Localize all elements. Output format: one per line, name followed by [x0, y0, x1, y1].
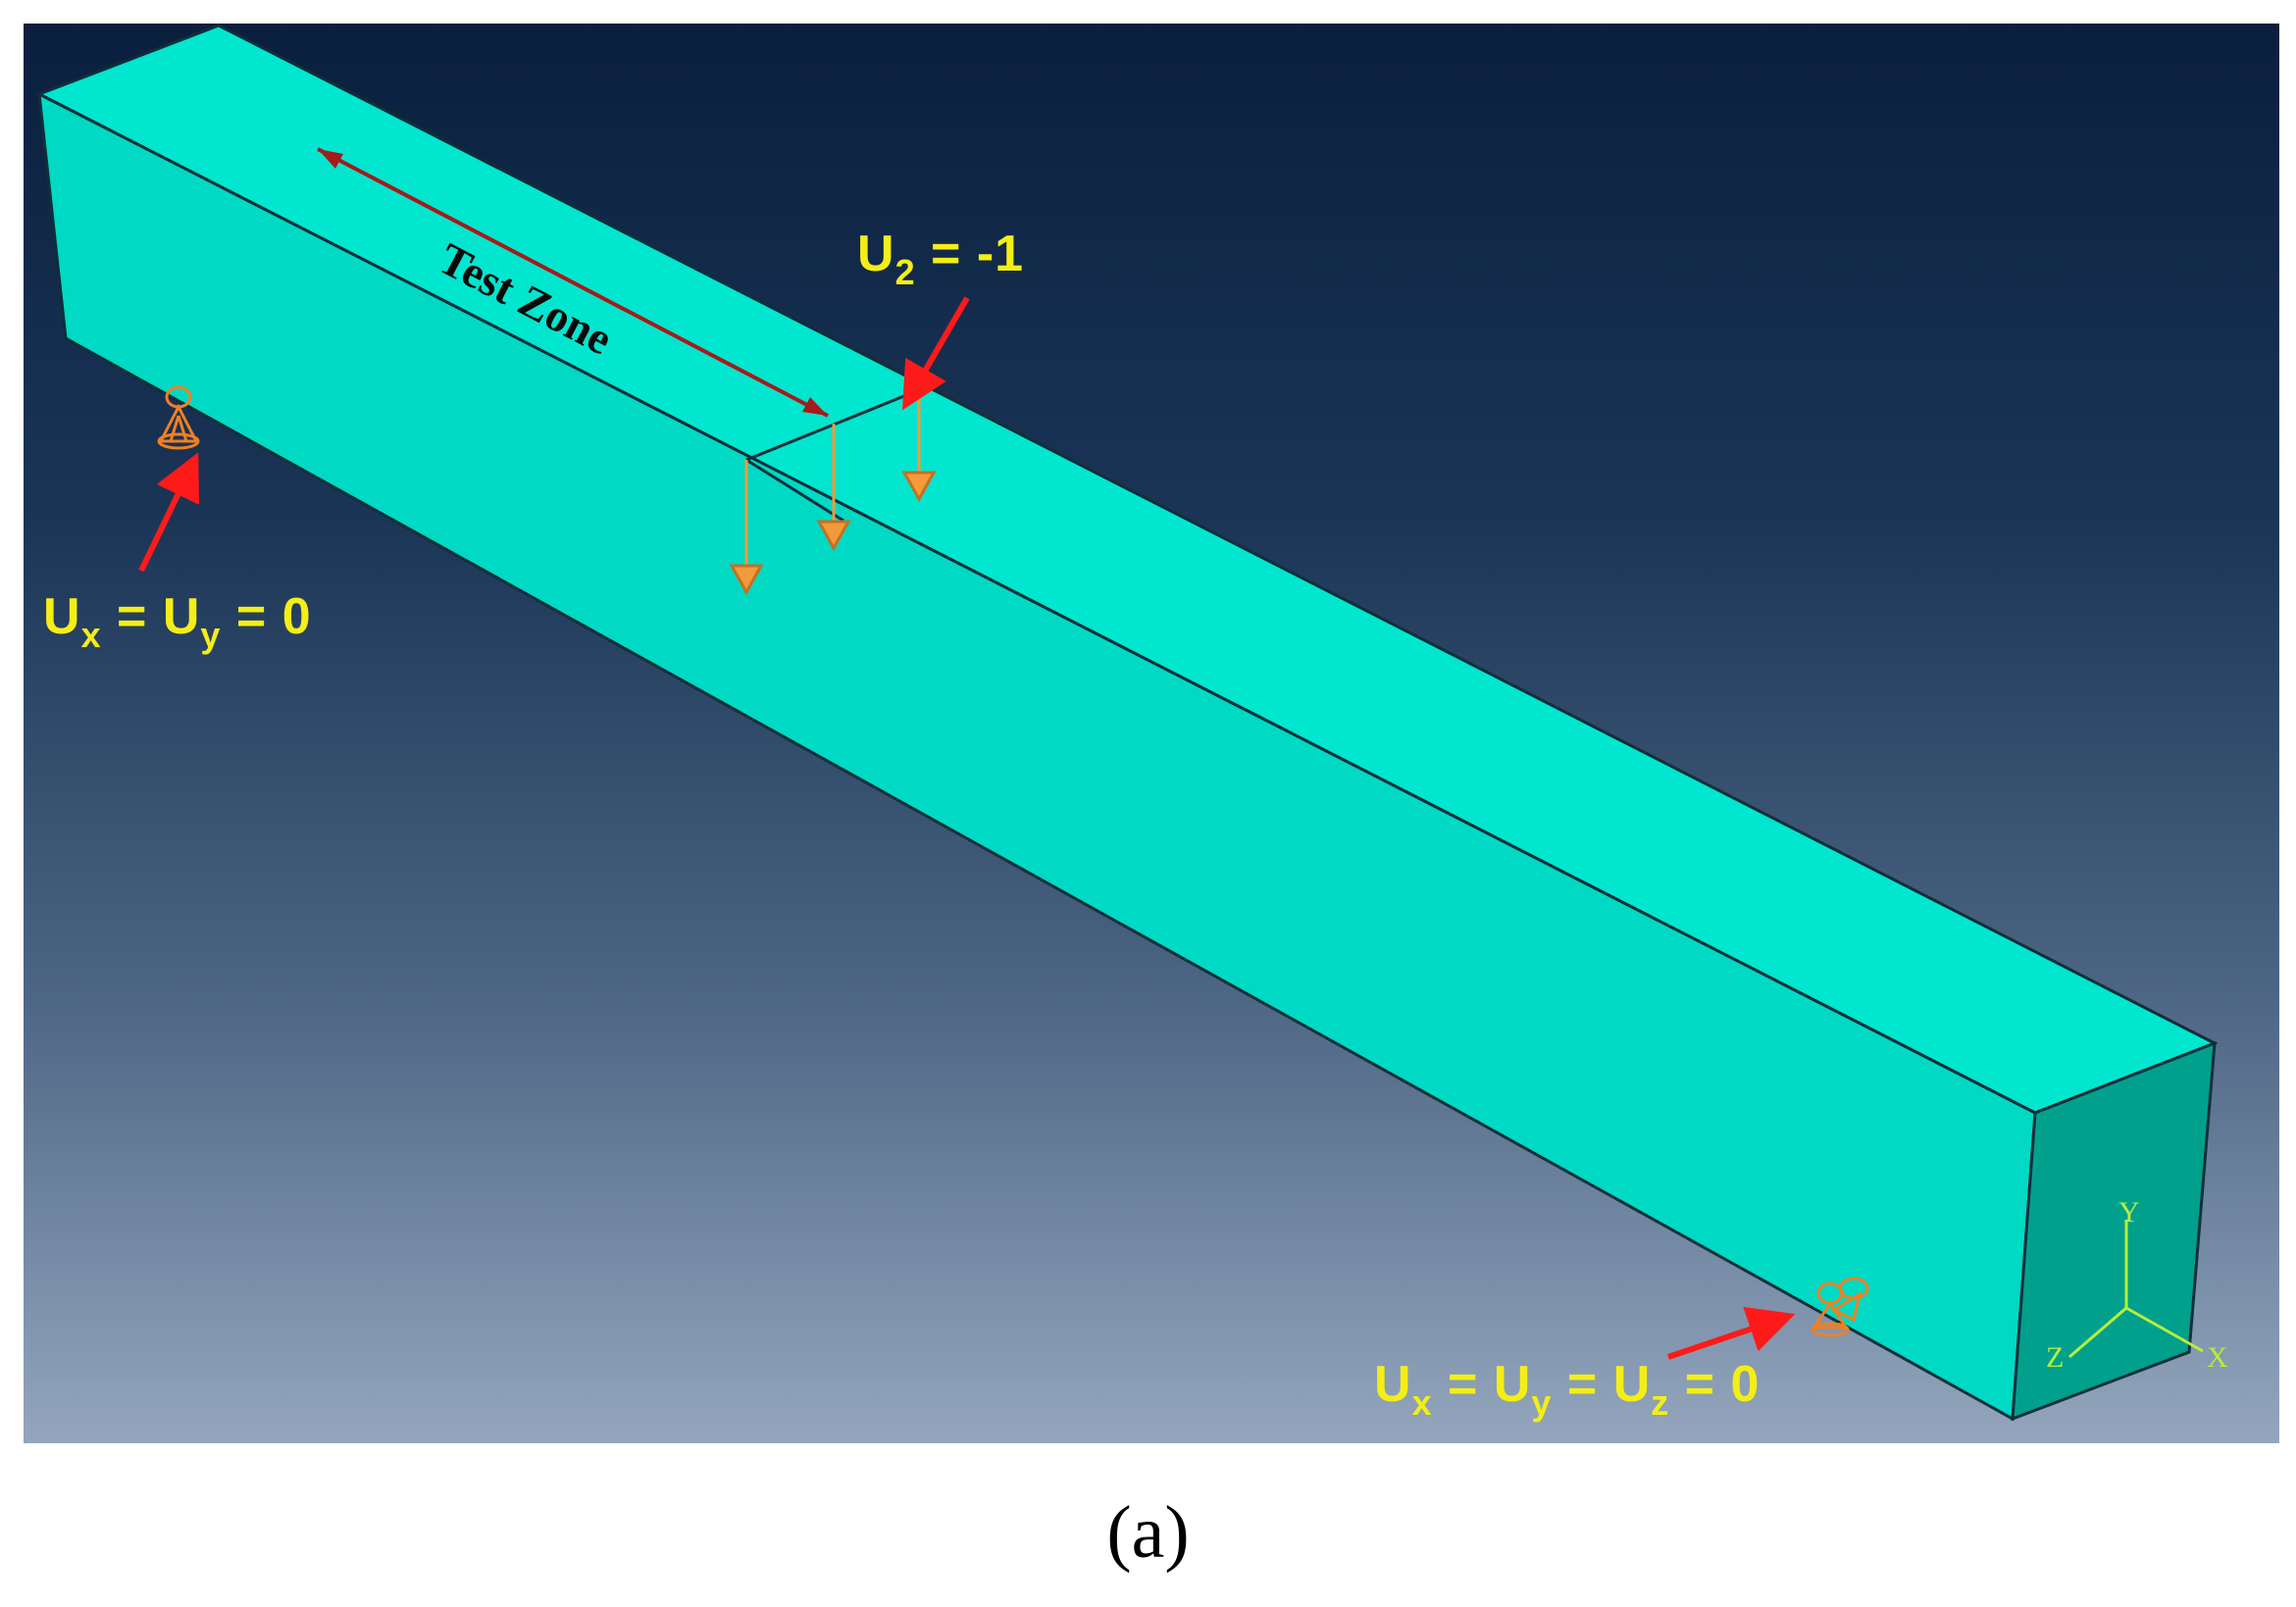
fixed-support-icon-right	[1811, 1277, 1869, 1337]
load-label: U2 = -1	[857, 226, 1025, 292]
axis-triad-icon	[2068, 1220, 2204, 1359]
beam-top-face[interactable]	[35, 24, 2219, 1115]
pointer-arrow-right-support	[1667, 1306, 1796, 1360]
axis-label-z: Z	[2046, 1341, 2064, 1374]
left-support-label: Ux = Uy = 0	[43, 587, 312, 655]
partition-line-front	[745, 458, 844, 523]
left-support-label-part-2: = U	[101, 588, 201, 645]
right-support-label-part-6: = 0	[1669, 1356, 1760, 1413]
right-support-label-part-2: = U	[1432, 1356, 1532, 1413]
left-support-label-part-4: = 0	[221, 588, 312, 645]
right-support-label-part-3: y	[1531, 1382, 1553, 1423]
axis-label-x: X	[2207, 1341, 2228, 1374]
right-support-label-part-4: = U	[1552, 1356, 1652, 1413]
test-zone-arrowhead-left	[318, 149, 343, 169]
right-support-label-part-0: U	[1374, 1356, 1412, 1413]
beam-scene: Test Zone	[35, 24, 2228, 1422]
right-support-label: Ux = Uy = Uz = 0	[1374, 1355, 1760, 1423]
left-support-label-part-3: y	[200, 615, 222, 655]
left-support-label-part-1: x	[80, 615, 102, 655]
test-zone-arrow	[317, 147, 829, 418]
model-viewport: Test Zone	[24, 24, 2279, 1443]
beam-end-face[interactable]	[2011, 1040, 2217, 1422]
test-zone-arrowhead-right	[802, 397, 828, 416]
right-support-label-part-1: x	[1411, 1382, 1433, 1423]
figure-caption: (a)	[1106, 1491, 1190, 1574]
pointer-arrow-load	[902, 296, 970, 411]
pointer-arrow-left-support	[138, 452, 199, 573]
right-support-label-part-5: z	[1651, 1382, 1670, 1423]
beam-front-face[interactable]	[37, 91, 2037, 1422]
axis-label-y: Y	[2118, 1196, 2140, 1229]
left-support-label-part-0: U	[43, 588, 81, 645]
load-arrow-1	[729, 460, 764, 596]
pin-support-icon-left	[157, 385, 200, 450]
load-arrow-2	[816, 424, 851, 552]
